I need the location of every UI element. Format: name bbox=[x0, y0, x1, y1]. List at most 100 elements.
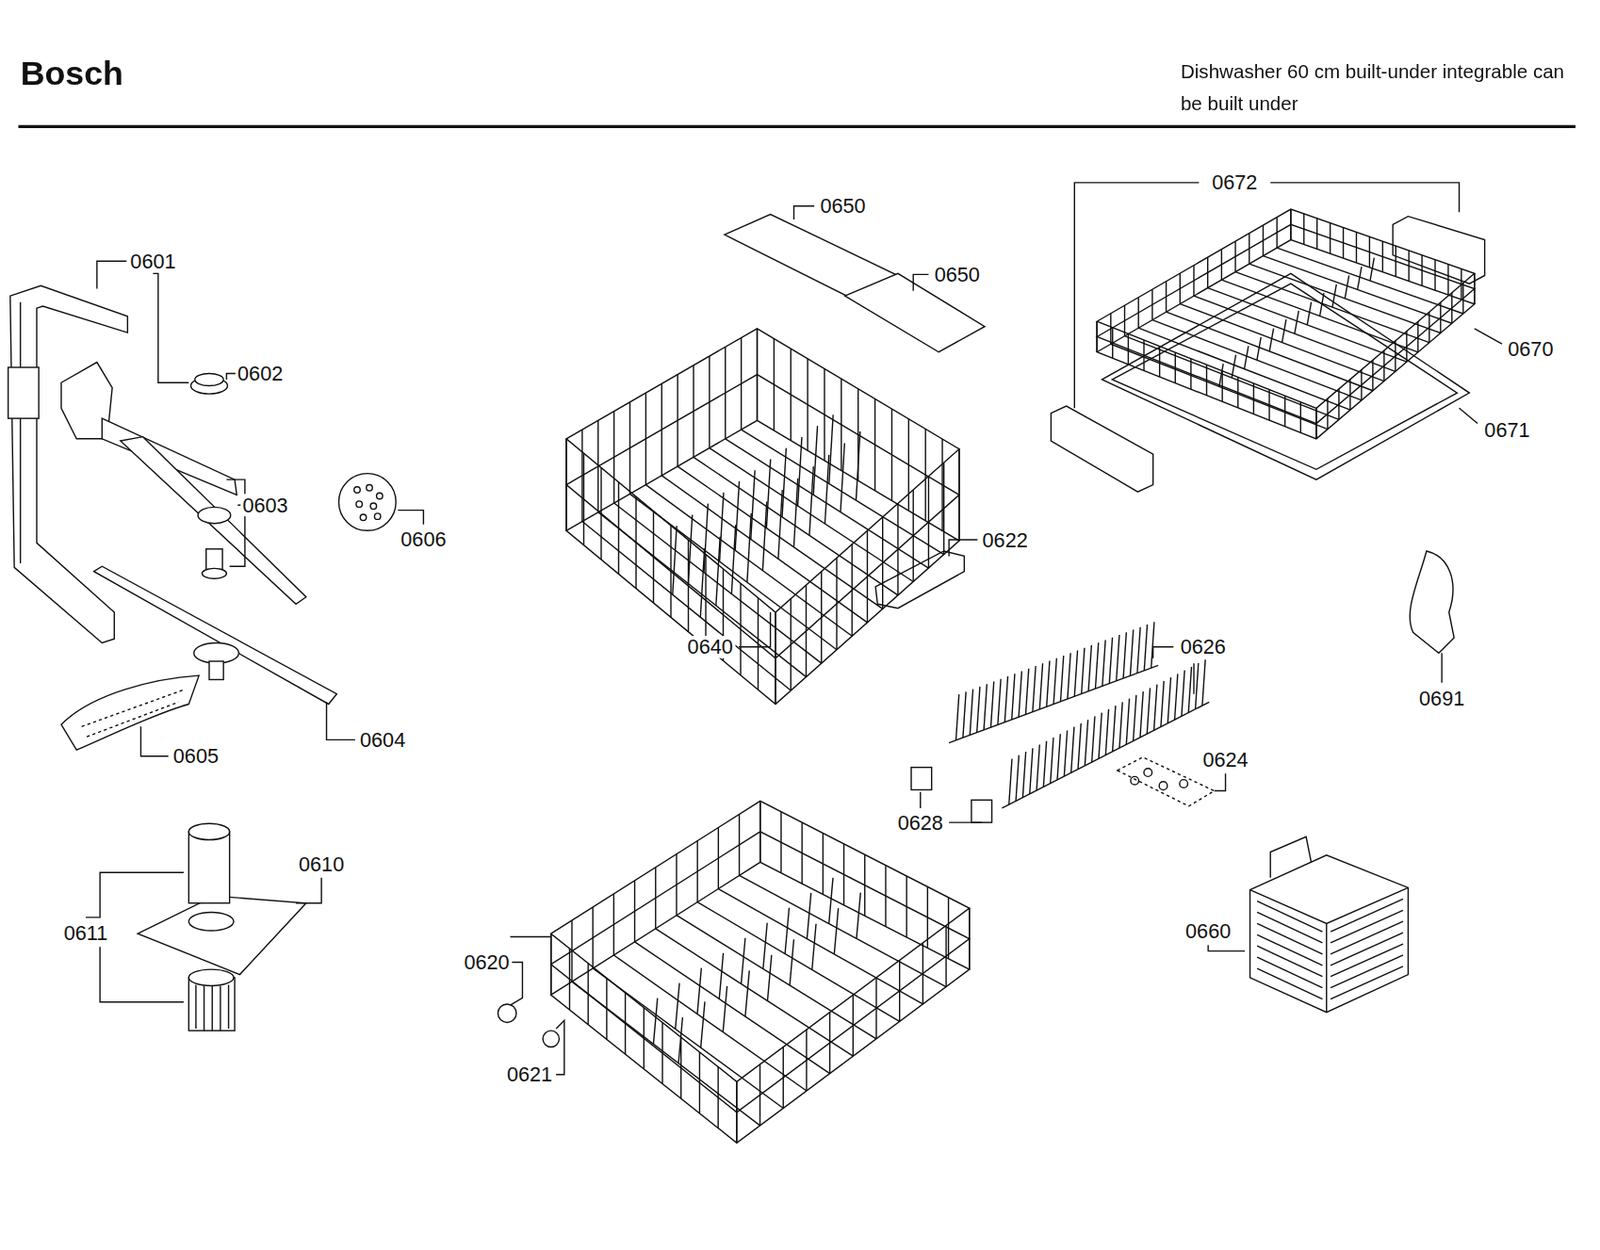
rack-wire bbox=[1192, 265, 1194, 296]
rack-wire bbox=[1111, 327, 1113, 359]
rack-wire bbox=[947, 897, 949, 960]
rack-wire bbox=[1208, 288, 1407, 362]
model-description: Dishwasher 60 cm built-under integrable … bbox=[1180, 56, 1584, 120]
rack-wire bbox=[550, 933, 552, 996]
rack-wire bbox=[718, 889, 923, 1005]
side-rail bbox=[1050, 406, 1153, 492]
tine bbox=[1088, 645, 1092, 692]
rack-wire bbox=[571, 981, 761, 1127]
basket-grid bbox=[1257, 898, 1404, 999]
rack-wire bbox=[1473, 273, 1475, 304]
rack-rim bbox=[566, 328, 960, 613]
rack-wire bbox=[1138, 327, 1351, 410]
tine bbox=[1004, 676, 1008, 723]
rack-tine bbox=[766, 459, 770, 529]
cutlery-basket bbox=[1250, 855, 1409, 1013]
rack-tine bbox=[824, 455, 829, 524]
callout-number: 0622 bbox=[979, 528, 1030, 552]
rack-wire bbox=[687, 539, 689, 632]
rack-tine bbox=[829, 414, 833, 484]
rack-wire bbox=[759, 1064, 761, 1127]
wheel bbox=[497, 1004, 516, 1023]
filter-plate bbox=[188, 912, 234, 931]
tine bbox=[1202, 659, 1206, 706]
rack-wire bbox=[1300, 402, 1302, 433]
tine bbox=[1154, 685, 1158, 732]
rack-tine bbox=[700, 548, 704, 618]
rack-wire bbox=[675, 854, 677, 916]
rack-wire bbox=[1473, 273, 1475, 304]
rack-wire bbox=[1275, 217, 1277, 248]
rack-tine bbox=[782, 448, 786, 518]
callout-number: 0640 bbox=[685, 636, 735, 659]
rack-wire bbox=[1349, 379, 1351, 410]
hub bbox=[197, 506, 231, 523]
header-rule bbox=[17, 125, 1576, 129]
rack-rim bbox=[566, 375, 960, 659]
rack-wire bbox=[1207, 257, 1209, 288]
rack-wire bbox=[1262, 225, 1264, 256]
rack-bottom bbox=[551, 862, 970, 1143]
rack-wire bbox=[1175, 352, 1176, 383]
rack-tine bbox=[672, 525, 677, 595]
tine bbox=[1098, 713, 1102, 760]
rack-wire bbox=[1165, 281, 1167, 312]
tine bbox=[1077, 723, 1081, 770]
tine bbox=[1109, 637, 1112, 685]
tine bbox=[1022, 751, 1026, 799]
tine bbox=[1009, 758, 1013, 805]
rack-wire bbox=[1360, 369, 1362, 400]
rack-wire bbox=[696, 841, 698, 903]
rack-wire bbox=[927, 886, 929, 948]
rack-tine bbox=[789, 939, 794, 986]
rack-tine bbox=[751, 470, 755, 539]
rack-wire bbox=[1447, 264, 1449, 295]
rack-wire bbox=[630, 493, 837, 650]
micro-filter bbox=[188, 969, 234, 986]
rack-wire bbox=[805, 585, 807, 677]
rack-wire bbox=[581, 429, 583, 522]
callout-number: 0660 bbox=[1183, 919, 1234, 943]
tine bbox=[1053, 658, 1057, 705]
rack-wire bbox=[1371, 359, 1373, 391]
rack-tine bbox=[719, 492, 724, 562]
rack-wire bbox=[1206, 364, 1208, 395]
rack-wire bbox=[1462, 283, 1464, 314]
callout-number: 0602 bbox=[235, 362, 286, 386]
tine bbox=[955, 694, 959, 741]
rack-wire bbox=[1407, 250, 1409, 281]
rack-wire bbox=[643, 1008, 645, 1070]
tine bbox=[1126, 699, 1129, 746]
rack-wire bbox=[866, 530, 868, 622]
filter bbox=[188, 823, 229, 840]
rack-wire bbox=[759, 800, 761, 863]
tine bbox=[1046, 660, 1050, 707]
clip bbox=[971, 800, 993, 823]
rack-wire bbox=[1434, 260, 1436, 291]
rack-wire bbox=[780, 812, 782, 874]
tine-row bbox=[948, 621, 1159, 743]
rack-wire bbox=[1382, 241, 1384, 272]
tine bbox=[983, 684, 987, 731]
small-part bbox=[1130, 768, 1189, 791]
tine bbox=[1018, 670, 1022, 718]
tine bbox=[1146, 687, 1150, 735]
rack-wire bbox=[943, 462, 945, 555]
tine bbox=[990, 681, 994, 728]
callout-number: 0601 bbox=[128, 249, 179, 273]
rack-wire bbox=[592, 968, 784, 1109]
rack-wire bbox=[739, 583, 741, 675]
callout-number: 0626 bbox=[1177, 636, 1228, 659]
rack-wire bbox=[1395, 245, 1397, 277]
tine bbox=[1112, 705, 1116, 752]
rack-wire bbox=[1303, 213, 1305, 245]
rack-wire bbox=[805, 1029, 807, 1092]
rack-wire bbox=[565, 439, 567, 531]
rack-wire bbox=[891, 408, 893, 501]
rack-wire bbox=[613, 411, 615, 504]
rack-rim bbox=[1096, 209, 1475, 409]
rack-bottom bbox=[1096, 240, 1475, 440]
rack-wire bbox=[693, 457, 898, 596]
rack-wire bbox=[1284, 395, 1286, 426]
